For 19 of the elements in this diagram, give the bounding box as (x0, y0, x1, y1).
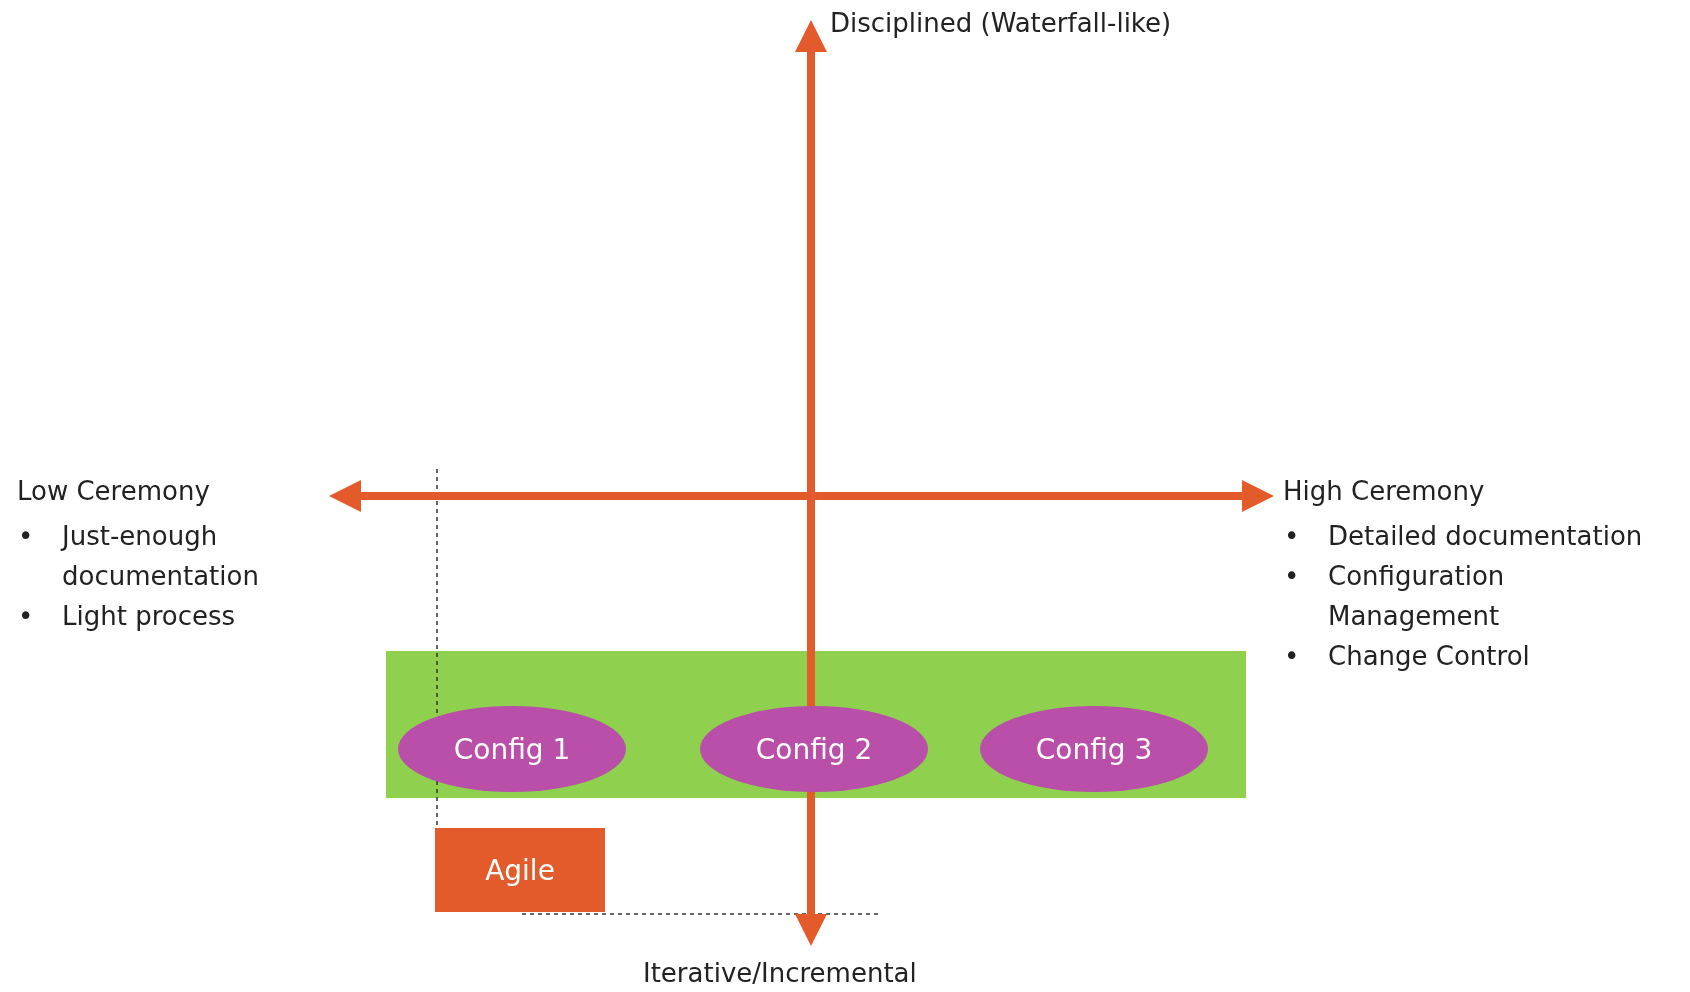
bullet-mark: • (1283, 640, 1301, 673)
bullet-mark: • (17, 600, 35, 633)
bullet-text: Just-enough documentation (62, 520, 260, 593)
axis-label: High Ceremony (1283, 476, 1485, 506)
config-ellipse: Config 1 (398, 706, 626, 792)
bullet-mark: • (1283, 560, 1301, 593)
bullet-mark: • (1283, 520, 1301, 553)
axis-label: Low Ceremony (17, 476, 210, 506)
axis-label: Iterative/Incremental (643, 958, 917, 988)
axis-label: Disciplined (Waterfall-like) (830, 8, 1172, 38)
config-ellipse: Config 3 (980, 706, 1208, 792)
bullet-text: Configuration Management (1328, 560, 1506, 633)
bullet-text: Change Control (1328, 640, 1530, 673)
band-background (386, 651, 1246, 798)
bullet-mark: • (17, 520, 35, 553)
agile-box: Agile (435, 828, 605, 912)
bullet-text: Light process (62, 600, 236, 633)
config-ellipse: Config 2 (700, 706, 928, 792)
bullet-text: Detailed documentation (1328, 520, 1643, 553)
